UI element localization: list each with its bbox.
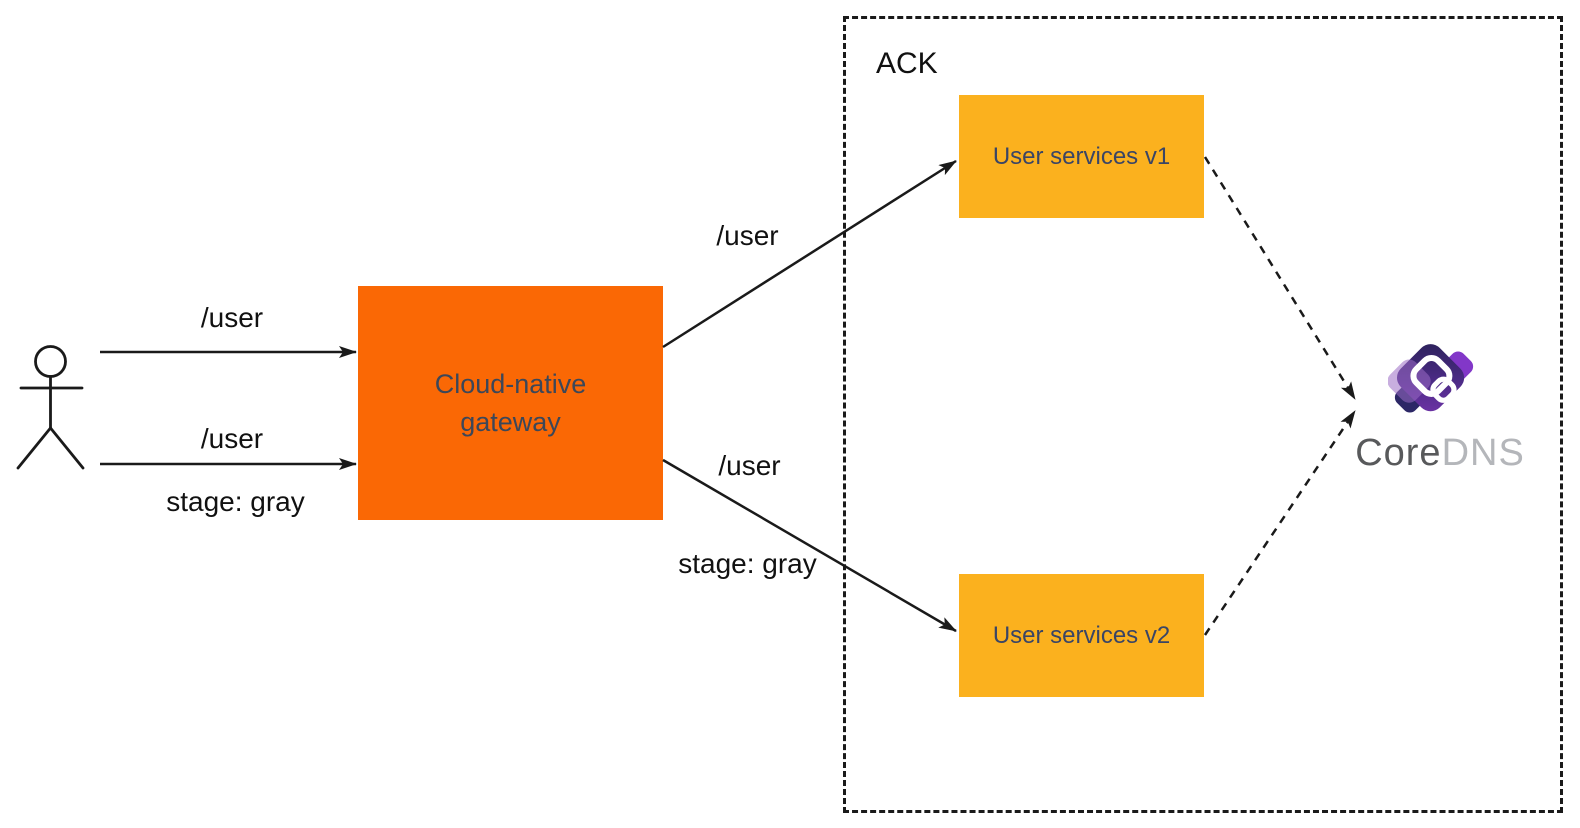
- user-actor-icon: [16, 345, 85, 470]
- edge-label-stage-gray-right: stage: gray: [678, 548, 817, 579]
- user-services-v1-node: User services v1: [959, 95, 1204, 218]
- ack-cluster-region: ACK: [843, 16, 1563, 813]
- user-services-v2-label: User services v2: [992, 621, 1171, 649]
- coredns-wordmark: CoreDNS: [1350, 432, 1530, 475]
- edge-label-user-top: /user: [200, 302, 264, 333]
- gateway-node-label: Cloud-native gateway: [434, 369, 587, 437]
- cloud-native-gateway-node: Cloud-native gateway: [358, 286, 663, 520]
- ack-cluster-label: ACK: [876, 47, 938, 80]
- user-services-v2-node: User services v2: [959, 574, 1204, 697]
- coredns-wordmark-dns: DNS: [1441, 432, 1525, 474]
- coredns-node: CoreDNS: [1350, 336, 1530, 475]
- edge-label-user-to-v2: /user: [718, 450, 781, 481]
- edge-label-stage-gray-left: stage: gray: [166, 486, 305, 517]
- coredns-chain-link-icon: [1388, 344, 1474, 413]
- coredns-wordmark-core: Core: [1355, 432, 1442, 474]
- edge-label-user-to-v1: /user: [716, 220, 779, 251]
- user-services-v1-label: User services v1: [992, 142, 1171, 170]
- edge-label-user-bottom: /user: [200, 423, 264, 454]
